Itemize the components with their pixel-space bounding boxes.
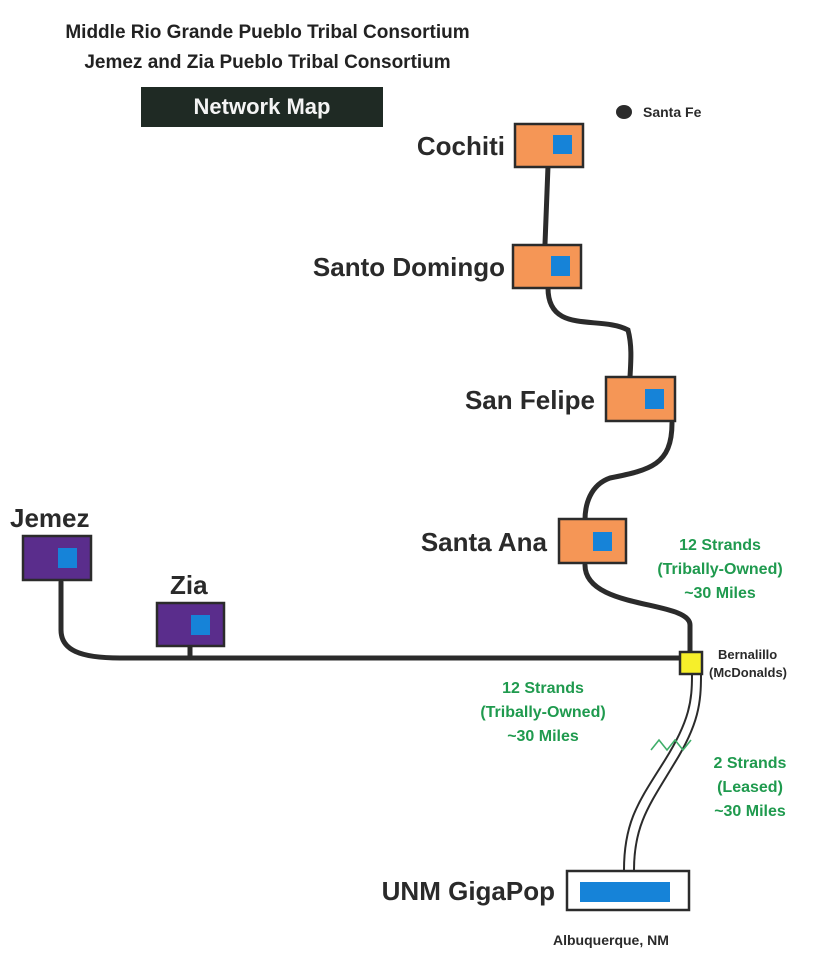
label-san-felipe: San Felipe	[464, 385, 595, 415]
label-jemez: Jemez	[10, 503, 90, 533]
annotation-leased-ownership: (Leased)	[717, 779, 783, 796]
label-cochiti: Cochiti	[416, 131, 505, 161]
node-santa-ana	[557, 517, 628, 565]
leased-zigzag-icon	[650, 738, 692, 752]
annotation-west-segment: 12 Strands (Tribally-Owned) ~30 Miles	[463, 677, 623, 749]
label-bernalillo: Bernalillo	[718, 647, 778, 662]
annotation-north-ownership: (Tribally-Owned)	[657, 561, 783, 578]
title-line-2: Jemez and Zia Pueblo Tribal Consortium	[84, 52, 451, 73]
annotation-leased-strands: 2 Strands	[713, 755, 787, 772]
leased-cable-right	[633, 674, 702, 871]
network-map-banner: Network Map	[141, 87, 383, 127]
cable-santa-ana-bernalillo	[582, 562, 693, 655]
annotation-north-distance: ~30 Miles	[684, 585, 756, 602]
label-santo-domingo: Santo Domingo	[312, 252, 505, 282]
node-jemez	[21, 534, 93, 582]
label-santa-ana: Santa Ana	[420, 527, 547, 557]
cable-jemez-bernalillo	[58, 579, 683, 661]
node-santo-domingo	[511, 243, 583, 290]
annotation-north-strands: 12 Strands	[679, 537, 761, 554]
cable-santo-domingo-san-felipe	[545, 285, 634, 380]
equipment-icon-zia	[191, 615, 210, 635]
equipment-icon-san-felipe	[645, 389, 664, 409]
equipment-icon-santo-domingo	[551, 256, 570, 276]
node-cochiti	[513, 122, 585, 169]
equipment-icon-santa-ana	[593, 532, 612, 551]
label-bernalillo-sub: (McDonalds)	[709, 665, 787, 680]
annotation-north-segment: 12 Strands (Tribally-Owned) ~30 Miles	[640, 534, 800, 606]
label-unm-gigapop: UNM GigaPop	[381, 876, 555, 906]
label-zia: Zia	[170, 570, 208, 600]
node-san-felipe	[604, 375, 677, 423]
leased-cable-left	[623, 674, 693, 871]
equipment-icon-cochiti	[553, 135, 572, 154]
node-bernalillo	[678, 650, 704, 676]
annotation-west-distance: ~30 Miles	[507, 728, 579, 745]
equipment-icon-unm-gigapop	[580, 882, 670, 902]
title-line-1: Middle Rio Grande Pueblo Tribal Consorti…	[65, 22, 470, 43]
santa-fe-label: Santa Fe	[643, 104, 702, 120]
node-zia	[155, 601, 226, 648]
cable-san-felipe-santa-ana	[582, 420, 675, 523]
santa-fe-dot-icon	[616, 105, 632, 119]
label-albuquerque: Albuquerque, NM	[553, 932, 669, 948]
cable-cochiti-santo-domingo	[542, 163, 551, 247]
annotation-leased-distance: ~30 Miles	[714, 803, 786, 820]
annotation-west-strands: 12 Strands	[502, 680, 584, 697]
annotation-leased-segment: 2 Strands (Leased) ~30 Miles	[690, 752, 810, 824]
equipment-icon-jemez	[58, 548, 77, 568]
annotation-west-ownership: (Tribally-Owned)	[480, 704, 606, 721]
